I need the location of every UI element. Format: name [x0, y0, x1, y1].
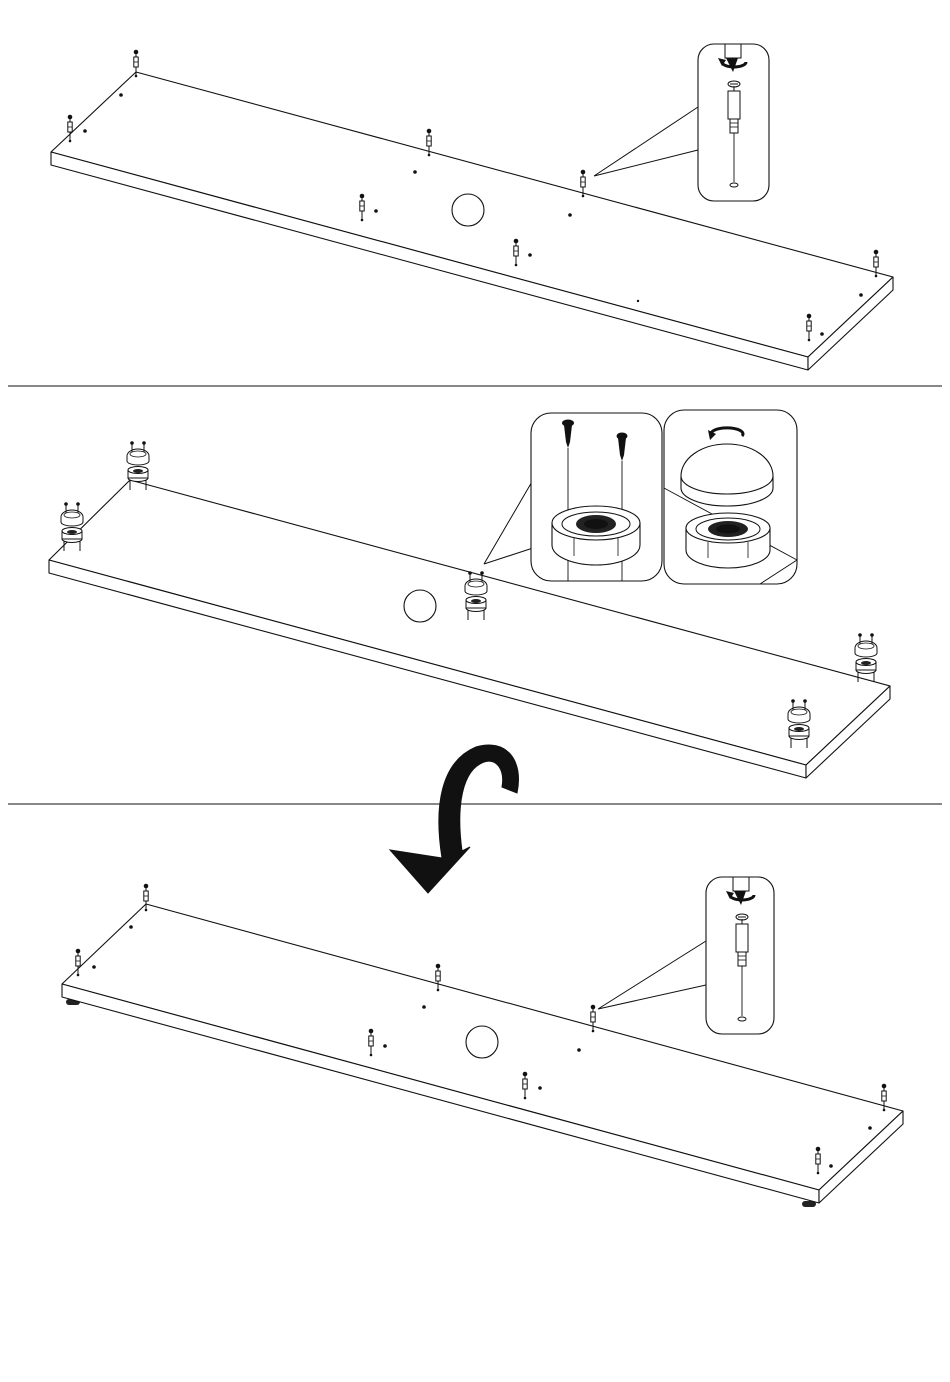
glide-cap-icon [681, 444, 773, 506]
cable-hole [466, 1026, 498, 1058]
step-1-panel-with-cam-pins [51, 44, 893, 370]
glide-base-icon [552, 506, 640, 565]
step-3-detail-callout [598, 877, 774, 1034]
step-2-detail-callout-screws [484, 413, 662, 581]
step-2-panel-with-glides [49, 410, 890, 778]
step-1-detail-callout [594, 44, 769, 201]
step-3-flipped-panel-with-cam-pins [62, 877, 903, 1207]
cable-hole [452, 194, 484, 226]
glide-base-icon [686, 513, 770, 568]
step-2-detail-callout-cap [664, 410, 797, 584]
cable-hole [404, 590, 436, 622]
flip-arrow-icon [390, 745, 519, 893]
